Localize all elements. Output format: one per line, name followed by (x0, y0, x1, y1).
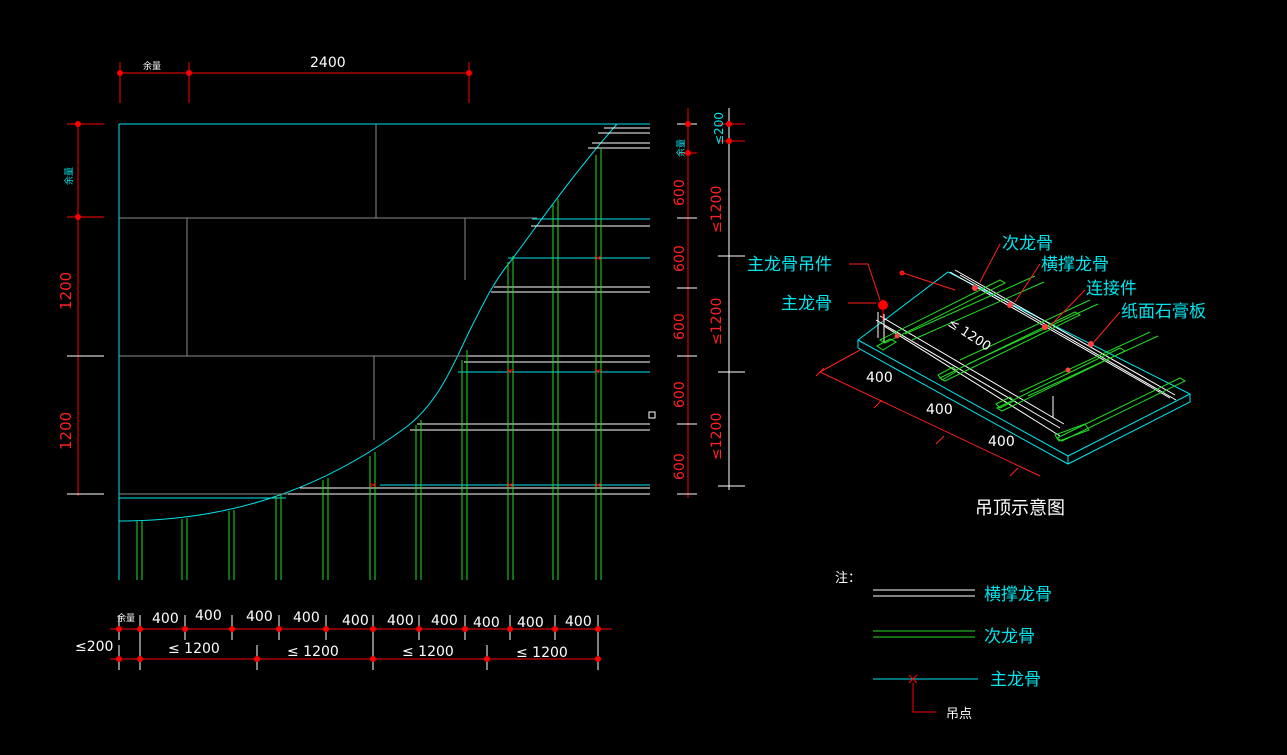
bottom-dim-400-3: 400 (246, 609, 273, 625)
bottom-dim-le1200-1: ≤ 1200 (168, 641, 220, 657)
bottom-dim-400-7: 400 (431, 613, 458, 629)
bottom-dim-400-10: 400 (565, 614, 592, 630)
iso-label-gypsum-board: 纸面石膏板 (1121, 301, 1206, 322)
iso-dim-400-1: 400 (866, 370, 893, 386)
iso-caption: 吊顶示意图 (975, 498, 1065, 519)
bottom-dim-400-6: 400 (387, 613, 414, 629)
iso-dim-400-3: 400 (988, 434, 1015, 450)
bottom-dim-400-2: 400 (195, 608, 222, 624)
gypsum-board-iso (857, 271, 1192, 465)
grip-square (648, 411, 656, 419)
bottom-dim-le1200-2: ≤ 1200 (287, 644, 339, 660)
top-allowance-label: 余量 (143, 60, 161, 72)
bottom-dim-le1200-4: ≤ 1200 (516, 645, 568, 661)
secondary-runners-plan (136, 149, 602, 580)
legend: 注： 横撑龙骨 次龙骨 主龙骨 吊点 (835, 571, 1052, 722)
bottom-dim-400-4: 400 (293, 610, 320, 626)
legend-hang-point-label: 吊点 (946, 707, 972, 722)
bottom-dim-400-5: 400 (342, 613, 369, 629)
right-dim-le1200-2: ≤1200 (709, 298, 725, 345)
callout-leaders (848, 243, 1121, 343)
bottom-dim-400-8: 400 (473, 615, 500, 631)
right-dim-le1200-1: ≤1200 (709, 186, 725, 233)
left-allowance-label: 余量 (63, 167, 75, 185)
bottom-dimensions: 余量 400 400 400 400 400 400 400 400 400 4… (75, 608, 612, 670)
bottom-dim-400-1: 400 (152, 611, 179, 627)
bottom-dim-le1200-3: ≤ 1200 (402, 644, 454, 660)
top-dimension: 余量 2400 (117, 55, 472, 103)
right-dim-600-3: 600 (672, 313, 688, 340)
left-dim-1200-upper: 1200 (57, 272, 75, 310)
bottom-dim-le200: ≤200 (75, 639, 113, 655)
hangers-iso (878, 285, 1094, 418)
iso-label-secondary-runner: 次龙骨 (1002, 234, 1053, 254)
legend-secondary-runner-label: 次龙骨 (984, 627, 1035, 647)
legend-cross-runner-label: 横撑龙骨 (984, 585, 1052, 605)
main-runners-iso (875, 269, 1177, 437)
right-dimensions: 余量 600 600 600 600 600 ≤200 ≤1200 ≤1200 … (672, 108, 745, 498)
isometric-ceiling-diagram: 次龙骨 主龙骨吊件 横撑龙骨 主龙骨 连接件 纸面石膏板 ≤ 1200 400 … (747, 234, 1206, 519)
iso-label-connector: 连接件 (1086, 279, 1137, 299)
right-dim-600-5: 600 (672, 453, 688, 480)
left-dimension: 余量 1200 1200 (57, 121, 104, 496)
right-dim-le1200-3: ≤1200 (709, 413, 725, 460)
bottom-allowance-label: 余量 (117, 612, 135, 624)
iso-dim-400-2: 400 (926, 402, 953, 418)
iso-label-cross-runner: 横撑龙骨 (1041, 255, 1109, 275)
iso-label-hanger: 主龙骨吊件 (747, 255, 832, 275)
left-dim-1200-lower: 1200 (57, 412, 75, 450)
secondary-runners-iso (876, 275, 1187, 442)
right-dim-600-1: 600 (672, 179, 688, 206)
right-dim-600-2: 600 (672, 245, 688, 272)
iso-dim-le1200: ≤ 1200 (945, 316, 994, 355)
right-allowance-label: 余量 (675, 139, 687, 157)
iso-label-main-runner: 主龙骨 (781, 294, 832, 314)
bottom-dim-400-9: 400 (517, 615, 544, 631)
right-dim-le200: ≤200 (712, 112, 726, 145)
plan-board-layout (118, 123, 656, 580)
iso-dim-line (815, 349, 1041, 477)
legend-main-runner-label: 主龙骨 (990, 670, 1041, 690)
top-span-label: 2400 (310, 55, 346, 71)
right-dim-600-4: 600 (672, 381, 688, 408)
legend-note-label: 注： (835, 571, 861, 586)
hang-points-plan (369, 255, 602, 488)
